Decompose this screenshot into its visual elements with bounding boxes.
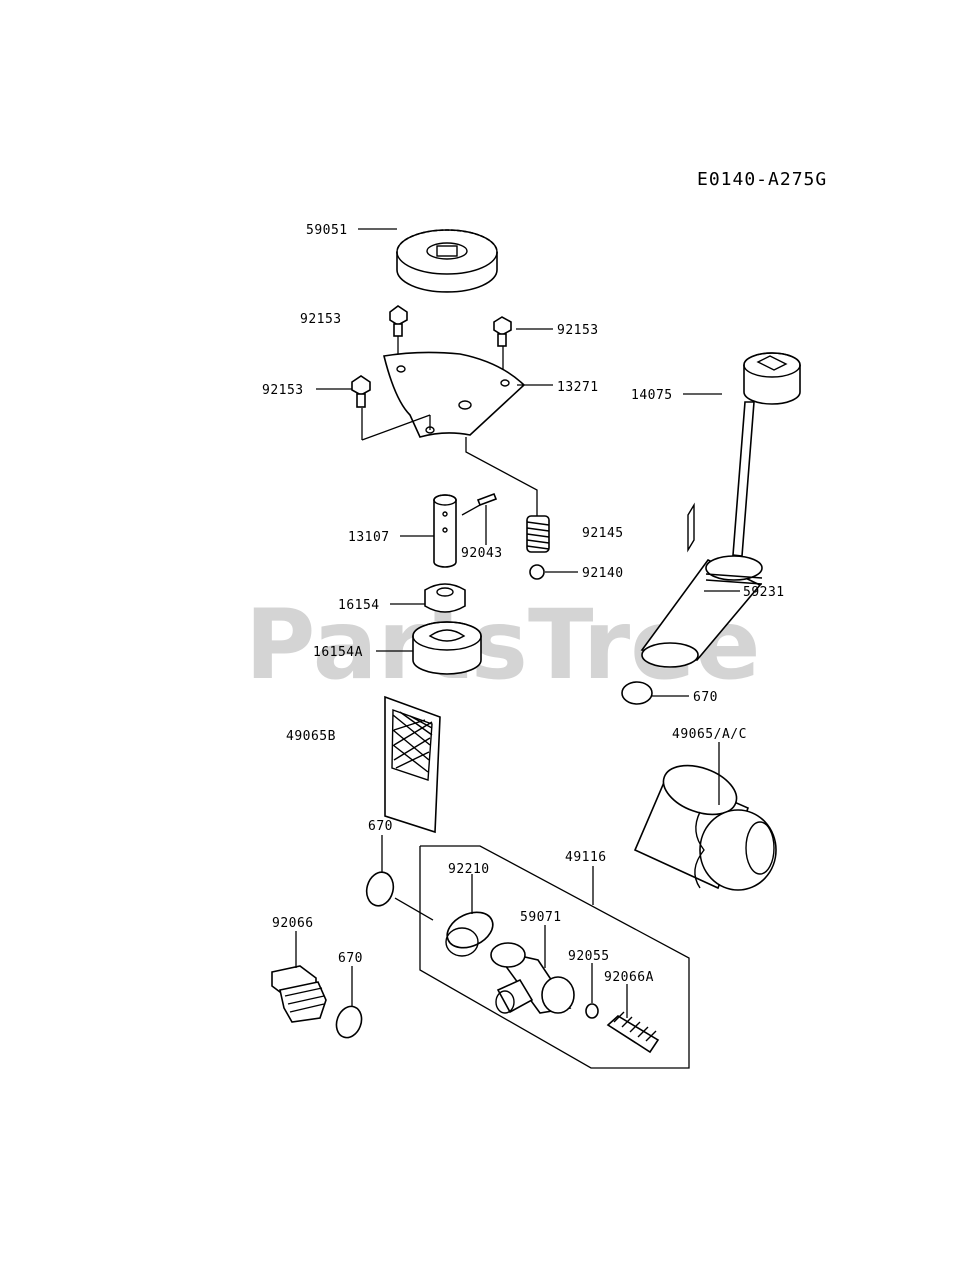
label-92043[interactable]: 92043 bbox=[461, 546, 503, 561]
relief-valve-92066A-part[interactable] bbox=[606, 1011, 660, 1054]
o-ring-670-b-part[interactable] bbox=[363, 869, 397, 909]
plate-13271-part[interactable] bbox=[383, 351, 526, 438]
label-92210[interactable]: 92210 bbox=[448, 862, 490, 877]
oil-filter-49065AC-part[interactable] bbox=[633, 756, 777, 891]
label-59231[interactable]: 59231 bbox=[743, 585, 785, 600]
ball-92140-part[interactable] bbox=[529, 564, 545, 580]
diagram-code: E0140-A275G bbox=[697, 169, 827, 190]
label-92145[interactable]: 92145 bbox=[582, 526, 624, 541]
label-59071[interactable]: 59071 bbox=[520, 910, 562, 925]
label-92055[interactable]: 92055 bbox=[568, 949, 610, 964]
o-ring-670-c-part[interactable] bbox=[332, 1003, 365, 1041]
bolt-92153-c-part[interactable] bbox=[351, 375, 371, 408]
label-49065B[interactable]: 49065B bbox=[286, 729, 336, 744]
bolt-92153-a-part[interactable] bbox=[389, 305, 408, 337]
label-92153-b[interactable]: 92153 bbox=[557, 323, 599, 338]
screen-49065B-part[interactable] bbox=[384, 695, 441, 834]
label-13107[interactable]: 13107 bbox=[348, 530, 390, 545]
label-49116[interactable]: 49116 bbox=[565, 850, 607, 865]
label-670-c[interactable]: 670 bbox=[338, 951, 363, 966]
label-59051[interactable]: 59051 bbox=[306, 223, 348, 238]
pin-92043-part[interactable] bbox=[476, 492, 498, 507]
label-92066[interactable]: 92066 bbox=[272, 916, 314, 931]
plug-92066-part[interactable] bbox=[271, 965, 327, 1023]
rotor-16154-part[interactable] bbox=[424, 583, 466, 613]
label-670-b[interactable]: 670 bbox=[368, 819, 393, 834]
label-16154A[interactable]: 16154A bbox=[313, 645, 363, 660]
rotor-16154A-part[interactable] bbox=[412, 621, 482, 675]
oil-filler-tube-59231-part[interactable] bbox=[640, 502, 763, 668]
label-49065AC[interactable]: 49065/A/C bbox=[672, 727, 747, 742]
dipstick-cap-14075-part[interactable] bbox=[732, 352, 801, 557]
adapter-59071-part[interactable] bbox=[490, 942, 575, 1014]
label-14075[interactable]: 14075 bbox=[631, 388, 673, 403]
label-92066A[interactable]: 92066A bbox=[604, 970, 654, 985]
shaft-13107-part[interactable] bbox=[433, 494, 457, 568]
label-13271[interactable]: 13271 bbox=[557, 380, 599, 395]
label-92153-a[interactable]: 92153 bbox=[300, 312, 342, 327]
label-92153-c[interactable]: 92153 bbox=[262, 383, 304, 398]
spring-92145-part[interactable] bbox=[526, 515, 550, 553]
nut-92210-part[interactable] bbox=[441, 905, 498, 957]
o-ring-670-a-part[interactable] bbox=[621, 681, 653, 705]
label-670-a[interactable]: 670 bbox=[693, 690, 718, 705]
bolt-92153-b-part[interactable] bbox=[493, 316, 512, 347]
washer-92055-part[interactable] bbox=[585, 1003, 599, 1019]
label-16154[interactable]: 16154 bbox=[338, 598, 380, 613]
gear-59051-part[interactable] bbox=[396, 229, 498, 293]
label-92140[interactable]: 92140 bbox=[582, 566, 624, 581]
